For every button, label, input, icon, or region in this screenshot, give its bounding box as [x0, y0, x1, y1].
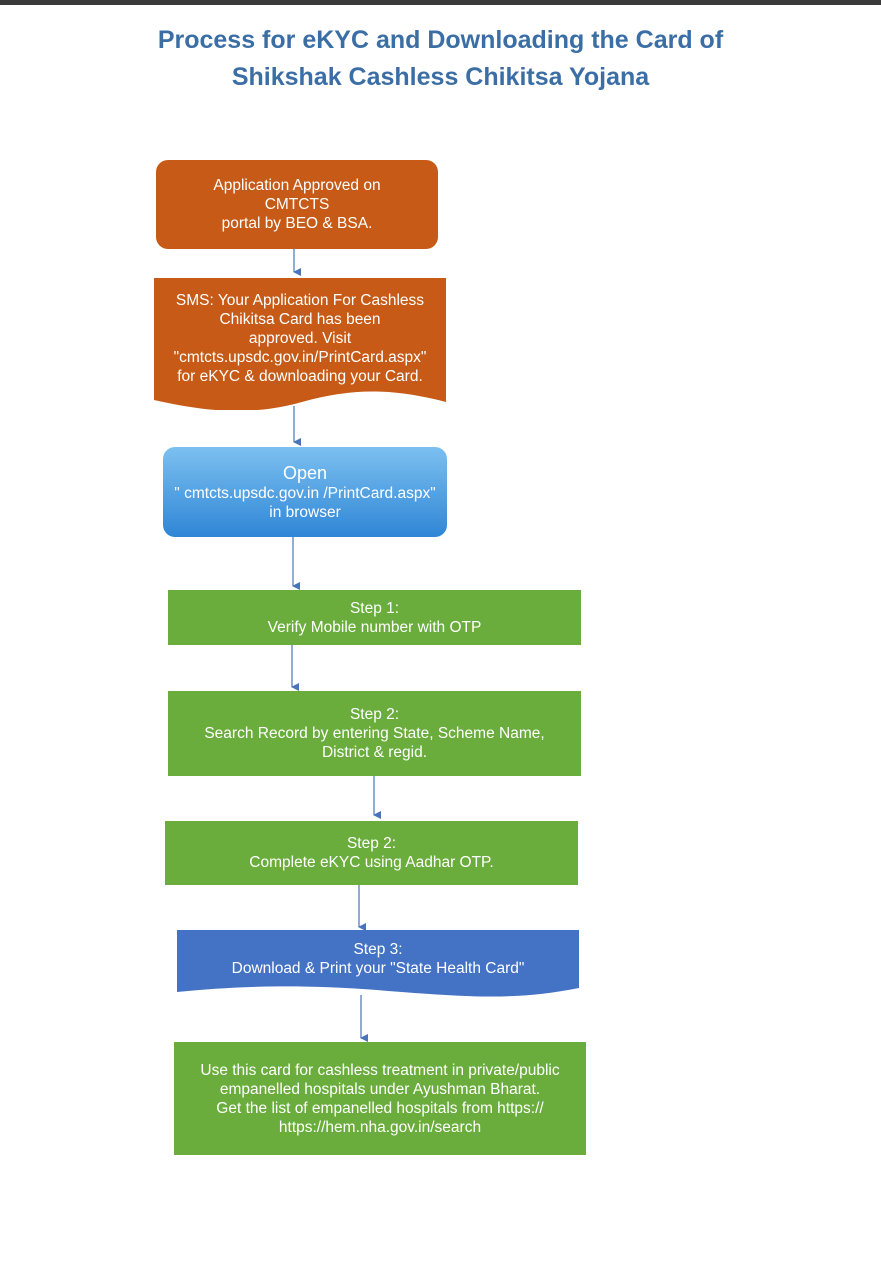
top-edge-bar — [0, 0, 881, 5]
sms-line: Chikitsa Card has been — [219, 310, 381, 328]
sms-line: for eKYC & downloading your Card. — [177, 367, 423, 385]
step3-box: Step 3: Download & Print your "State Hea… — [177, 934, 579, 984]
step1-text: Verify Mobile number with OTP — [267, 618, 482, 636]
page-title-line-2: Shikshak Cashless Chikitsa Yojana — [231, 63, 650, 91]
step2-text: Search Record by entering State, Scheme … — [204, 725, 545, 742]
step2b-heading: Step 2: — [346, 835, 397, 852]
sms-box: SMS: Your Application For Cashless Chiki… — [152, 283, 448, 393]
step2-heading: Step 2: — [349, 706, 400, 723]
approved-line: CMTCTS — [264, 196, 330, 213]
usage-line: https://hem.nha.gov.in/search — [278, 1118, 482, 1136]
usage-line: Get the list of empanelled hospitals fro… — [216, 1099, 544, 1117]
step2-ekyc-box: Step 2: Complete eKYC using Aadhar OTP. — [165, 821, 578, 885]
sms-document-shape — [154, 278, 446, 410]
approved-box: Application Approved on CMTCTS portal by… — [156, 160, 438, 249]
step2b-text: Complete eKYC using Aadhar OTP. — [249, 854, 494, 871]
step1-heading: Step 1: — [349, 599, 400, 617]
step2-search-box: Step 2: Search Record by entering State,… — [168, 691, 581, 776]
step1-box: Step 1: Verify Mobile number with OTP — [168, 590, 581, 645]
step2-text: District & regid. — [321, 744, 428, 761]
sms-line: "cmtcts.upsdc.gov.in/PrintCard.aspx" — [173, 348, 427, 366]
step3-heading: Step 3: — [353, 941, 403, 958]
usage-info-box: Use this card for cashless treatment in … — [174, 1042, 586, 1155]
approved-line: Application Approved on — [213, 177, 381, 194]
open-line: in browser — [269, 504, 341, 521]
page-title-line-1: Process for eKYC and Downloading the Car… — [157, 26, 724, 54]
open-browser-box: Open " cmtcts.upsdc.gov.in /PrintCard.as… — [163, 447, 447, 537]
approved-line: portal by BEO & BSA. — [221, 215, 373, 232]
step3-document-shape — [177, 930, 579, 997]
sms-line: approved. Visit — [248, 329, 352, 347]
usage-line: Use this card for cashless treatment in … — [200, 1061, 560, 1079]
usage-line: empanelled hospitals under Ayushman Bhar… — [219, 1080, 541, 1098]
sms-line: SMS: Your Application For Cashless — [175, 291, 425, 309]
step3-text: Download & Print your "State Health Card… — [231, 960, 525, 977]
open-title: Open — [282, 463, 328, 483]
open-line: " cmtcts.upsdc.gov.in /PrintCard.aspx" — [174, 485, 436, 502]
